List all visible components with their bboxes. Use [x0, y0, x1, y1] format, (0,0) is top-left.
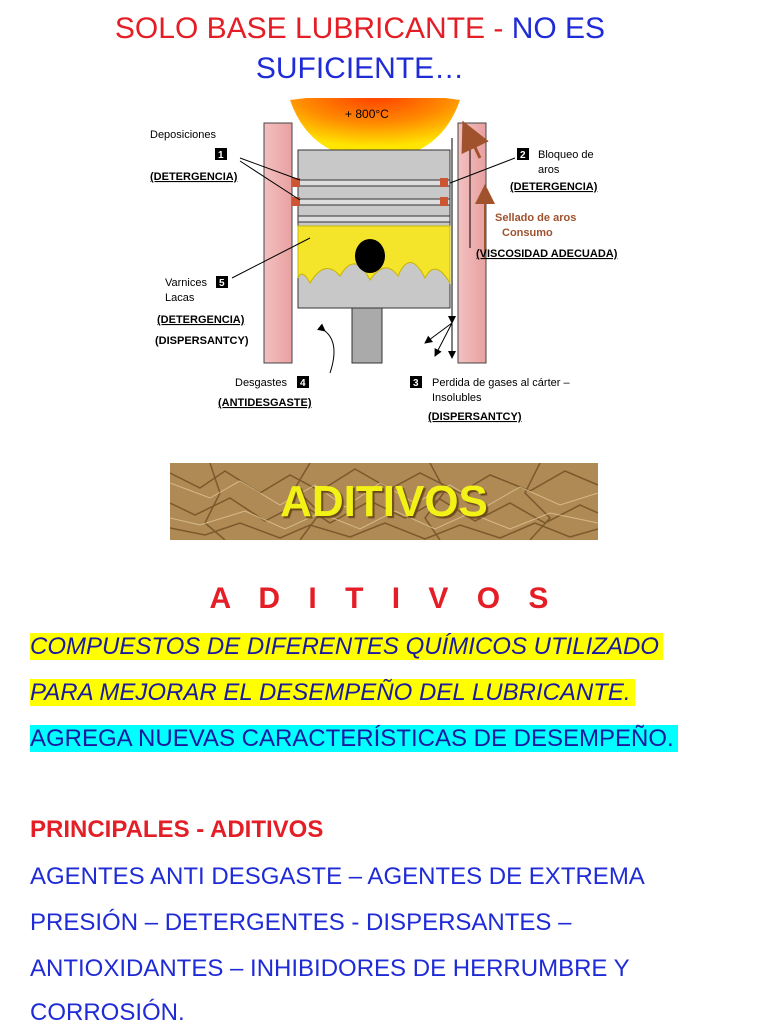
highlighted-text-2: PARA MEJORAR EL DESEMPEÑO DEL LUBRICANTE… — [30, 679, 635, 706]
title-blue-part: NO ES — [511, 12, 606, 45]
label-insolubles: Insolubles — [432, 392, 482, 404]
label-viscosidad: (VISCOSIDAD ADECUADA) — [476, 248, 618, 260]
temperature-label: + 800°C — [345, 107, 389, 121]
label-aros: aros — [538, 164, 560, 176]
label-lacas: Lacas — [165, 292, 195, 304]
piston-pin — [355, 239, 385, 273]
body-line-3: AGREGA NUEVAS CARACTERÍSTICAS DE DESEMPE… — [30, 724, 678, 754]
body-line-1: COMPUESTOS DE DIFERENTES QUÍMICOS UTILIZ… — [30, 632, 663, 662]
label-bloqueo: Bloqueo de — [538, 149, 594, 161]
label-desgastes: Desgastes — [235, 377, 287, 389]
highlighted-text-3: AGREGA NUEVAS CARACTERÍSTICAS DE DESEMPE… — [30, 725, 678, 752]
label-consumo: Consumo — [502, 227, 553, 239]
slide-title-line2: SUFICIENTE… — [255, 52, 465, 85]
additives-list-line-1: AGENTES ANTI DESGASTE – AGENTES DE EXTRE… — [30, 863, 645, 890]
additives-list-line-2: PRESIÓN – DETERGENTES - DISPERSANTES – — [30, 909, 572, 936]
label-sellado: Sellado de aros — [495, 212, 576, 224]
label-perdida: Perdida de gases al cárter – — [432, 377, 570, 389]
title-red-part: SOLO BASE LUBRICANTE - — [114, 12, 512, 45]
ring-groove-1 — [297, 179, 451, 187]
badge-3: 3 — [413, 378, 419, 389]
aditivos-subheading: A D I T I V O S — [209, 582, 559, 615]
label-detergencia-5: (DETERGENCIA) — [157, 314, 245, 326]
label-dispersancia-5: (DISPERSANTCY) — [155, 335, 249, 347]
label-antidesgaste: (ANTIDESGASTE) — [218, 397, 312, 409]
badge-1: 1 — [218, 150, 224, 161]
crumpled-paper-texture — [170, 463, 598, 540]
badge-2: 2 — [520, 150, 526, 161]
ring-groove-2 — [297, 198, 451, 206]
slide-title-line1: SOLO BASE LUBRICANTE - NO ES — [40, 12, 680, 46]
aditivos-banner: ADITIVOS — [170, 463, 598, 540]
label-varnices: Varnices — [165, 277, 207, 289]
badge-4: 4 — [300, 378, 306, 389]
additives-list-line-3: ANTIOXIDANTES – INHIBIDORES DE HERRUMBRE… — [30, 955, 630, 982]
connecting-rod — [351, 307, 383, 364]
body-line-2: PARA MEJORAR EL DESEMPEÑO DEL LUBRICANTE… — [30, 678, 635, 708]
combustion-flame — [290, 98, 460, 160]
principales-heading: PRINCIPALES - ADITIVOS — [30, 816, 324, 843]
additives-list-line-4: CORROSIÓN. — [30, 999, 185, 1026]
highlighted-text-1: COMPUESTOS DE DIFERENTES QUÍMICOS UTILIZ… — [30, 633, 663, 660]
label-deposiciones: Deposiciones — [150, 129, 217, 141]
piston-diagram: + 800°C Deposiciones 1 (DETERGENCIA) Var… — [150, 98, 618, 423]
label-dispersancia-3: (DISPERSANTCY) — [428, 411, 522, 423]
ring-groove-3 — [297, 215, 451, 223]
badge-5: 5 — [219, 278, 225, 289]
cylinder-wall-left — [263, 122, 293, 364]
label-detergencia-1: (DETERGENCIA) — [150, 171, 238, 183]
banner-label: ADITIVOS — [280, 476, 488, 526]
label-detergencia-2: (DETERGENCIA) — [510, 181, 598, 193]
cylinder-wall-right — [457, 122, 487, 364]
